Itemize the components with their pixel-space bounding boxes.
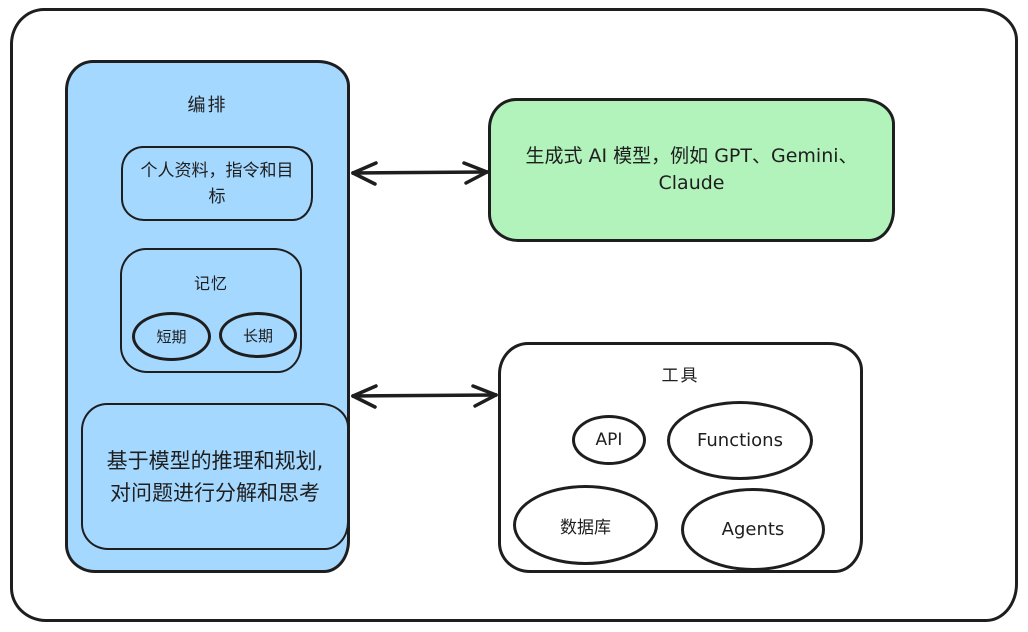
model-text-line2: Claude bbox=[658, 172, 725, 194]
database-ellipse: 数据库 bbox=[513, 485, 658, 565]
short-term-label: 短期 bbox=[156, 328, 187, 346]
functions-ellipse: Functions bbox=[667, 401, 813, 480]
memory-title: 记忆 bbox=[193, 274, 228, 293]
orchestration-box: 编排 个人资料，指令和目 标 记忆 短期 长期 基于模型的推理和规划, 对问题进… bbox=[65, 60, 350, 573]
reasoning-planning-box: 基于模型的推理和规划, 对问题进行分解和思考 bbox=[81, 403, 349, 550]
generative-ai-model-box: 生成式 AI 模型，例如 GPT、Gemini、 Claude bbox=[488, 98, 895, 242]
tools-title: 工具 bbox=[661, 366, 700, 386]
reasoning-text-line2: 对问题进行分解和思考 bbox=[110, 480, 320, 505]
api-label: API bbox=[595, 430, 623, 450]
database-label: 数据库 bbox=[560, 517, 611, 538]
profile-instructions-goals-box: 个人资料，指令和目 标 bbox=[121, 146, 313, 221]
reasoning-text-line1: 基于模型的推理和规划, bbox=[106, 448, 324, 473]
profile-text-line1: 个人资料，指令和目 bbox=[140, 160, 294, 181]
memory-box: 记忆 短期 长期 bbox=[120, 248, 302, 373]
orchestration-title: 编排 bbox=[187, 95, 228, 116]
agents-ellipse: Agents bbox=[681, 488, 825, 571]
functions-label: Functions bbox=[697, 430, 783, 451]
outer-frame bbox=[10, 8, 1018, 622]
agents-label: Agents bbox=[721, 519, 785, 540]
profile-text-line2: 标 bbox=[208, 186, 226, 207]
tools-box: 工具 API Functions 数据库 Agents bbox=[498, 342, 863, 573]
long-term-memory-ellipse: 长期 bbox=[219, 312, 297, 358]
short-term-memory-ellipse: 短期 bbox=[132, 312, 211, 361]
api-ellipse: API bbox=[572, 415, 646, 465]
long-term-label: 长期 bbox=[242, 326, 273, 345]
model-text-line1: 生成式 AI 模型，例如 GPT、Gemini、 bbox=[525, 145, 858, 167]
